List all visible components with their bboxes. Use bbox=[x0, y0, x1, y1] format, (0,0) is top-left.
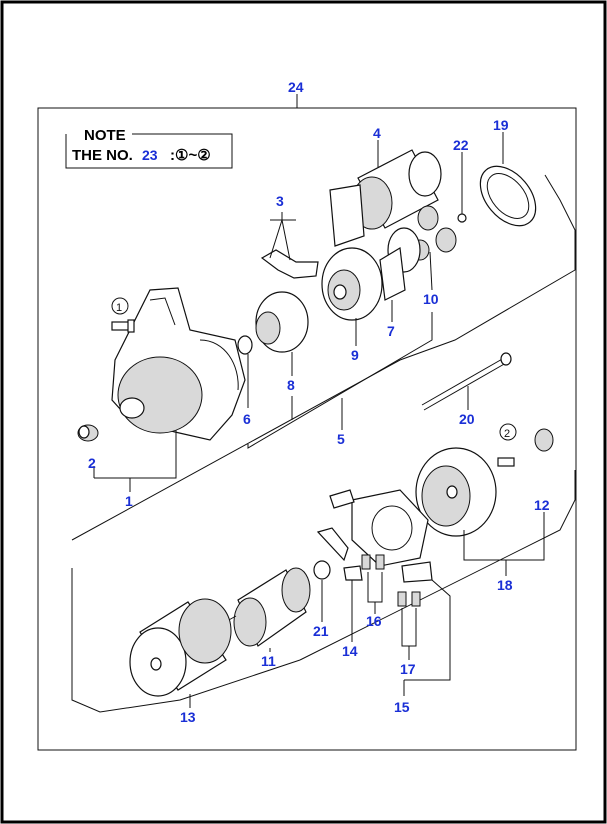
rear-bushing bbox=[534, 428, 554, 452]
housing-bolt bbox=[111, 319, 135, 333]
lower-assembly-outline-right bbox=[299, 470, 576, 661]
rear-bracket bbox=[415, 447, 497, 537]
callout-20: 20 bbox=[459, 411, 475, 427]
callout-16: 16 bbox=[366, 613, 382, 629]
solenoid-switch bbox=[329, 149, 442, 247]
leader-lines bbox=[93, 132, 545, 708]
callout-3: 3 bbox=[276, 193, 284, 209]
internal-gear-housing bbox=[321, 247, 383, 321]
note-range: :①~② bbox=[170, 147, 211, 164]
brush-lead bbox=[316, 527, 363, 581]
callout-19: 19 bbox=[493, 117, 509, 133]
callout-14: 14 bbox=[342, 643, 358, 659]
callout-12: 12 bbox=[534, 497, 550, 513]
armature bbox=[217, 567, 311, 647]
drive-housing bbox=[111, 287, 246, 441]
callout-4: 4 bbox=[373, 125, 381, 141]
callout-15: 15 bbox=[394, 699, 410, 715]
assembly-frame bbox=[37, 107, 577, 751]
rear-boot bbox=[479, 165, 537, 227]
steel-ball bbox=[457, 213, 467, 223]
upper-assembly-outline bbox=[71, 174, 576, 541]
note-line-prefix: THE NO. bbox=[72, 147, 133, 164]
note-ref-number: 23 bbox=[142, 147, 158, 163]
front-bushing bbox=[77, 424, 99, 442]
armature-washer bbox=[313, 560, 331, 580]
overrunning-clutch bbox=[255, 291, 309, 353]
callout-24: 24 bbox=[288, 79, 304, 95]
note-heading: NOTE bbox=[84, 127, 126, 144]
callout-7: 7 bbox=[387, 323, 395, 339]
callout-18: 18 bbox=[497, 577, 513, 593]
callout-2: 2 bbox=[88, 455, 96, 471]
callout-9: 9 bbox=[351, 347, 359, 363]
callout-22: 22 bbox=[453, 137, 469, 153]
callout-6: 6 bbox=[243, 411, 251, 427]
note-box: NOTE THE NO. 23 :①~② bbox=[65, 127, 233, 169]
pinion-stopper bbox=[237, 335, 253, 355]
callout-17: 17 bbox=[400, 661, 416, 677]
yoke-assembly bbox=[129, 598, 232, 697]
bracket-screw bbox=[497, 457, 515, 467]
circled-mark-2: 2 bbox=[499, 423, 517, 441]
drive-lever bbox=[260, 249, 319, 279]
callout-11: 11 bbox=[261, 653, 276, 669]
callout-10: 10 bbox=[423, 291, 439, 307]
brush-holder-assembly bbox=[329, 489, 433, 583]
through-bolt bbox=[421, 352, 512, 411]
callout-21: 21 bbox=[313, 623, 329, 639]
circled-mark-1: 1 bbox=[111, 297, 129, 315]
callout-8: 8 bbox=[287, 377, 295, 393]
callout-1: 1 bbox=[125, 493, 133, 509]
planetary-gears bbox=[410, 205, 457, 261]
svg-text:1: 1 bbox=[116, 302, 122, 314]
svg-text:2: 2 bbox=[504, 428, 510, 440]
callout-13: 13 bbox=[180, 709, 196, 725]
internal-gear-shaft bbox=[379, 227, 421, 301]
lower-assembly-outline bbox=[71, 568, 301, 713]
callout-5: 5 bbox=[337, 431, 345, 447]
brush-springs bbox=[361, 554, 421, 607]
